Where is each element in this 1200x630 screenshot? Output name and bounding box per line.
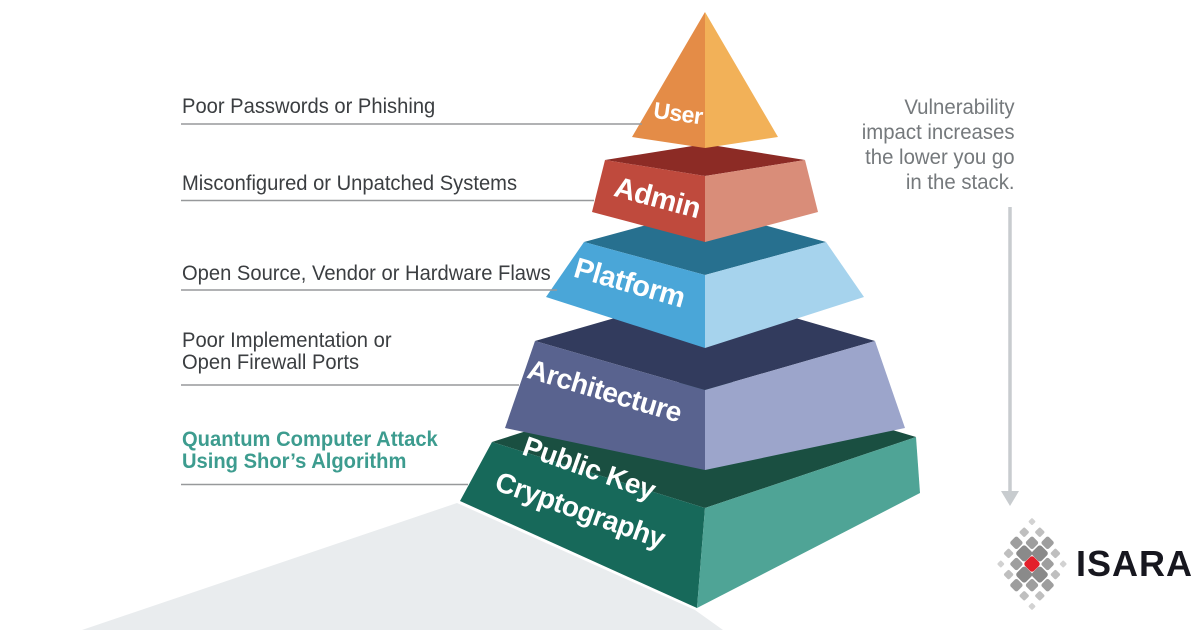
- note-line: the lower you go: [865, 146, 1015, 169]
- callout-label-public-key: Quantum Computer Attack Using Shor’s Alg…: [182, 429, 438, 473]
- logo-diamond: [997, 560, 1005, 568]
- platform-right-face: [705, 242, 864, 348]
- logo-diamond: [1031, 545, 1048, 562]
- logo-diamond: [1050, 548, 1061, 559]
- logo-diamond: [1028, 518, 1036, 525]
- pkc-left-face: [460, 442, 705, 608]
- callout-label-architecture: Poor Implementation or Open Firewall Por…: [182, 330, 392, 374]
- isara-diamond-mark-icon: [997, 518, 1067, 610]
- architecture-right-face: [705, 341, 905, 470]
- logo-diamond: [1041, 579, 1054, 592]
- note-line: impact increases: [862, 121, 1015, 144]
- logo-diamond: [1041, 557, 1054, 571]
- callout-text: Poor Implementation or: [182, 329, 392, 352]
- note-line: in the stack.: [906, 171, 1015, 194]
- logo-diamond: [1059, 560, 1067, 568]
- pkc-right-face: [697, 437, 920, 608]
- callout-text: Open Source, Vendor or Hardware Flaws: [182, 262, 551, 285]
- logo-diamond: [1041, 536, 1054, 549]
- logo-diamond: [1003, 548, 1014, 559]
- logo-diamond: [1025, 536, 1039, 549]
- pyramid-layer-admin: Admin: [592, 144, 818, 242]
- callout-text: Misconfigured or Unpatched Systems: [182, 172, 518, 195]
- pyramid-shadow: [82, 503, 723, 630]
- logo-diamond: [1016, 566, 1033, 583]
- logo-diamond: [1019, 527, 1029, 537]
- logo-diamond: [1031, 566, 1048, 583]
- callout-label-platform: Open Source, Vendor or Hardware Flaws: [182, 263, 551, 285]
- vulnerability-note: Vulnerability impact increases the lower…: [862, 95, 1015, 195]
- logo-diamond: [1016, 545, 1033, 562]
- logo-diamond: [1025, 579, 1039, 592]
- admin-right-face: [705, 160, 818, 242]
- logo-diamond: [1010, 536, 1023, 549]
- callout-text: Quantum Computer Attack: [182, 428, 438, 451]
- logo-diamond: [1050, 569, 1061, 580]
- architecture-left-face: [505, 341, 705, 470]
- user-right-face: [705, 12, 778, 148]
- isara-logo: ISARA: [992, 514, 1193, 614]
- logo-diamond: [1035, 591, 1045, 601]
- logo-diamond-red: [1024, 556, 1040, 572]
- logo-diamond: [1028, 603, 1036, 610]
- callout-label-admin: Misconfigured or Unpatched Systems: [182, 173, 517, 195]
- logo-diamond: [1010, 579, 1023, 592]
- logo-diamond: [1010, 557, 1023, 571]
- isara-logo-text: ISARA: [1076, 543, 1194, 584]
- pyramid-layer-user: User: [632, 12, 778, 148]
- logo-diamond: [1019, 591, 1029, 601]
- logo-diamond: [1003, 569, 1014, 580]
- platform-left-face: [546, 242, 705, 348]
- user-left-face: [632, 12, 705, 148]
- note-line: Vulnerability: [904, 96, 1015, 119]
- callout-text: Poor Passwords or Phishing: [182, 95, 436, 118]
- admin-left-face: [592, 160, 705, 242]
- impact-arrow-head-icon: [1001, 491, 1019, 506]
- callout-label-user: Poor Passwords or Phishing: [182, 96, 435, 118]
- callout-text: Open Firewall Ports: [182, 351, 360, 374]
- callout-text: Using Shor’s Algorithm: [182, 450, 407, 473]
- logo-diamond: [1035, 527, 1045, 537]
